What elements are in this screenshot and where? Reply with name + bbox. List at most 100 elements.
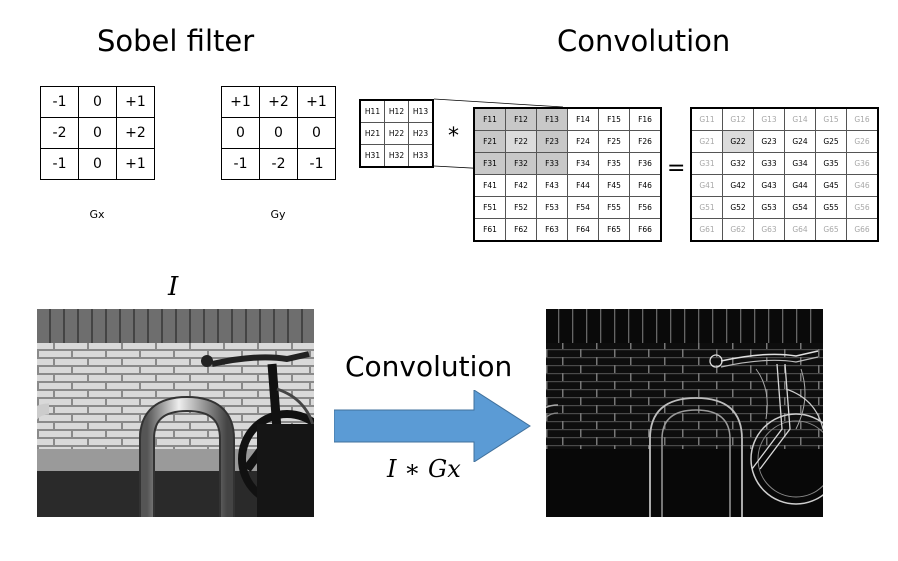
arrow-shape bbox=[334, 390, 531, 462]
h-matrix-cell: H13 bbox=[408, 99, 434, 123]
gy-kernel-cell: +1 bbox=[221, 86, 260, 118]
g-matrix-cell: G56 bbox=[846, 196, 879, 219]
f-matrix-cell: F62 bbox=[505, 218, 537, 242]
h-matrix-cell: H22 bbox=[384, 122, 409, 145]
f-matrix-cell: F43 bbox=[536, 174, 568, 197]
gy-kernel-row: -1-2-1 bbox=[221, 148, 336, 180]
h-matrix-cell: H32 bbox=[384, 144, 409, 168]
g-matrix-cell: G33 bbox=[753, 152, 785, 175]
gx-kernel-cell: -1 bbox=[40, 86, 79, 118]
gx-kernel-cell: -1 bbox=[40, 148, 79, 180]
convolution-formula: I ∗ Gx bbox=[387, 455, 461, 483]
f-matrix-cell: F26 bbox=[629, 130, 662, 153]
f-matrix-cell: F14 bbox=[567, 107, 599, 131]
f-matrix-cell: F46 bbox=[629, 174, 662, 197]
h-matrix-cell: H23 bbox=[408, 122, 434, 145]
gy-kernel-cell: 0 bbox=[221, 117, 260, 149]
gy-kernel-cell: -1 bbox=[297, 148, 336, 180]
f-matrix-cell: F44 bbox=[567, 174, 599, 197]
g-matrix-cell: G53 bbox=[753, 196, 785, 219]
input-image bbox=[37, 309, 314, 517]
g-matrix-cell: G12 bbox=[722, 107, 754, 131]
h-matrix-cell: H21 bbox=[359, 122, 385, 145]
f-matrix-cell: F52 bbox=[505, 196, 537, 219]
gx-kernel-cell: +1 bbox=[116, 148, 155, 180]
f-matrix-cell: F15 bbox=[598, 107, 630, 131]
gy-kernel-cell: 0 bbox=[297, 117, 336, 149]
f-matrix-cell: F33 bbox=[536, 152, 568, 175]
f-matrix-cell: F12 bbox=[505, 107, 537, 131]
f-matrix-cell: F65 bbox=[598, 218, 630, 242]
g-matrix-cell: G35 bbox=[815, 152, 847, 175]
gy-kernel-row: +1+2+1 bbox=[221, 86, 336, 118]
h-matrix-cell: H31 bbox=[359, 144, 385, 168]
f-matrix-cell: F13 bbox=[536, 107, 568, 131]
g-matrix-cell: G16 bbox=[846, 107, 879, 131]
g-matrix-cell: G62 bbox=[722, 218, 754, 242]
g-matrix-cell: G43 bbox=[753, 174, 785, 197]
g-matrix-cell: G61 bbox=[690, 218, 723, 242]
g-matrix-cell: G45 bbox=[815, 174, 847, 197]
f-matrix-cell: F34 bbox=[567, 152, 599, 175]
arrow-label: Convolution bbox=[345, 350, 513, 383]
f-matrix-cell: F35 bbox=[598, 152, 630, 175]
g-matrix-cell: G34 bbox=[784, 152, 816, 175]
f-matrix-cell: F21 bbox=[473, 130, 506, 153]
g-matrix-cell: G63 bbox=[753, 218, 785, 242]
g-matrix-cell: G65 bbox=[815, 218, 847, 242]
gx-kernel-cell: -2 bbox=[40, 117, 79, 149]
f-matrix-cell: F36 bbox=[629, 152, 662, 175]
f-matrix-cell: F41 bbox=[473, 174, 506, 197]
g-matrix-cell: G23 bbox=[753, 130, 785, 153]
g-matrix-cell: G51 bbox=[690, 196, 723, 219]
g-matrix-cell: G32 bbox=[722, 152, 754, 175]
g-matrix-cell: G36 bbox=[846, 152, 879, 175]
h-matrix-cell: H11 bbox=[359, 99, 385, 123]
f-matrix-cell: F24 bbox=[567, 130, 599, 153]
equals-operator: = bbox=[667, 156, 686, 181]
f-matrix-cell: F25 bbox=[598, 130, 630, 153]
f-matrix-cell: F42 bbox=[505, 174, 537, 197]
gx-kernel-cell: 0 bbox=[78, 117, 117, 149]
g-matrix-cell: G44 bbox=[784, 174, 816, 197]
g-matrix-cell: G52 bbox=[722, 196, 754, 219]
f-matrix-cell: F56 bbox=[629, 196, 662, 219]
right-arrow-icon bbox=[334, 390, 531, 462]
g-matrix-cell: G26 bbox=[846, 130, 879, 153]
f-matrix-cell: F31 bbox=[473, 152, 506, 175]
projection-line-top bbox=[433, 98, 564, 108]
g-matrix-cell: G66 bbox=[846, 218, 879, 242]
f-matrix-cell: F63 bbox=[536, 218, 568, 242]
g-matrix-cell: G42 bbox=[722, 174, 754, 197]
convolution-title: Convolution bbox=[557, 24, 731, 58]
h-matrix-cell: H12 bbox=[384, 99, 409, 123]
gy-kernel-cell: -1 bbox=[221, 148, 260, 180]
sobel-filter-title: Sobel filter bbox=[97, 24, 255, 58]
convolve-operator: * bbox=[448, 124, 459, 149]
g-matrix-cell: G13 bbox=[753, 107, 785, 131]
input-image-label: I bbox=[168, 272, 179, 302]
f-matrix-cell: F66 bbox=[629, 218, 662, 242]
f-matrix-cell: F55 bbox=[598, 196, 630, 219]
f-matrix-cell: F16 bbox=[629, 107, 662, 131]
gy-kernel-cell: 0 bbox=[259, 117, 298, 149]
h-matrix-cell: H33 bbox=[408, 144, 434, 168]
